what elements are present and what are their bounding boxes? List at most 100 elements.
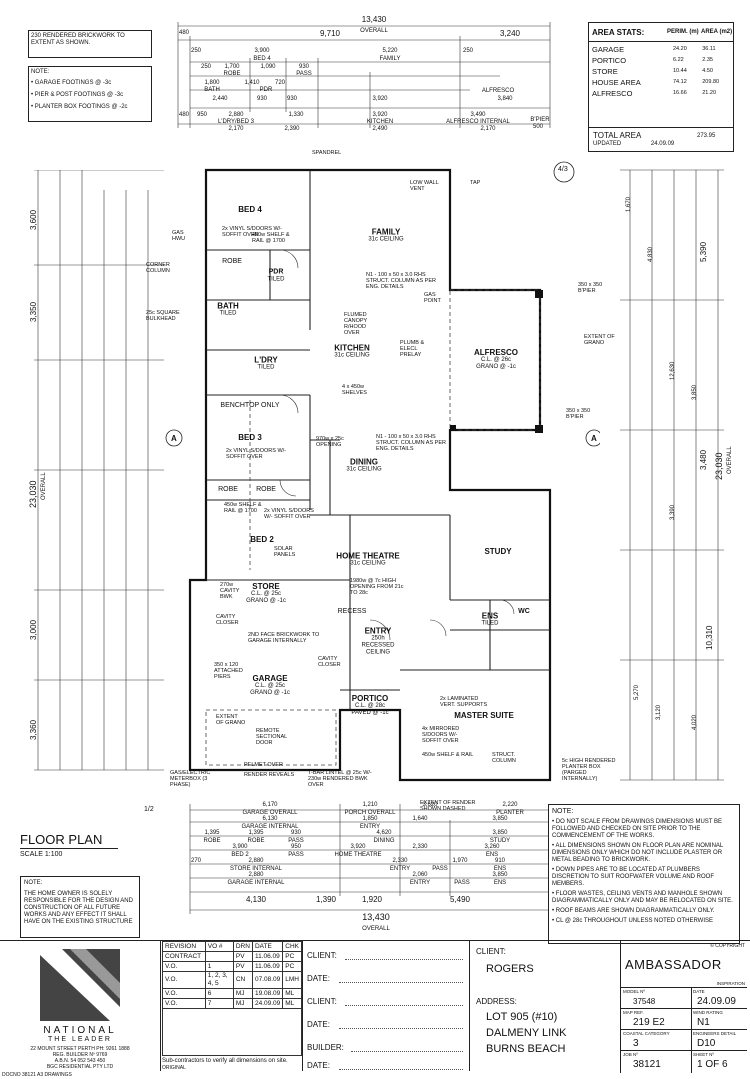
general-note-item: • ROOF BEAMS ARE SHOWN DIAGRAMMATICALLY … <box>552 908 715 914</box>
corner-column-note: CORNER COLUMN <box>146 262 170 274</box>
client-name: ROGERS <box>486 963 534 975</box>
dim-label: ENTRY <box>359 824 381 830</box>
dim: 2,880 <box>248 872 264 878</box>
dim: 2,490 <box>372 126 388 132</box>
dim: 1,640 <box>412 816 428 822</box>
company-tagline: THE LEADER <box>48 1036 112 1043</box>
dim: 1,700 <box>224 64 240 70</box>
dim: 4,620 <box>376 830 392 836</box>
room-kitchen: KITCHEN 31c CEILING <box>334 343 370 359</box>
dim-label: GARAGE INTERNAL <box>241 824 299 830</box>
dim: 1,970 <box>452 858 468 864</box>
footing-note-item: • PIER & POST FOOTINGS @ -3c <box>31 92 124 98</box>
dim-label: STUDY <box>489 838 511 844</box>
room-robe-2: ROBE <box>218 486 238 493</box>
coastal-label: COASTAL CATEGORY <box>623 1031 670 1036</box>
dim: 720 <box>274 80 286 86</box>
date-value: 24.09.09 <box>697 996 736 1007</box>
room-home-theatre: HOME THEATRE 31c CEILING <box>336 551 400 567</box>
total-area-label: TOTAL AREA <box>593 131 642 140</box>
dim-label: OVERALL <box>41 472 47 500</box>
dim: 6,170 <box>262 802 278 808</box>
dim: 480 <box>178 30 190 36</box>
wind-label: WIND RATING <box>693 1010 723 1015</box>
dim: 5,270 <box>634 684 640 700</box>
eng-label: ENGINEERS DETAIL <box>693 1031 737 1036</box>
room-robe-1: ROBE <box>222 258 242 265</box>
dim: 950 <box>196 112 208 118</box>
dim: 3,390 <box>670 504 676 520</box>
company-group: BGC RESIDENTIAL PTY LTD <box>46 1064 114 1070</box>
dim: 1,090 <box>260 64 276 70</box>
dim: 2,330 <box>392 858 408 864</box>
dim: 1,410 <box>244 80 260 86</box>
top-left-note: 230 RENDERED BRICKWORK TO EXTENT AS SHOW… <box>28 30 152 58</box>
extent-grano-note: EXTENT OF GRANO <box>584 334 615 346</box>
cavity-bwk-note: 270w CAVITY BWK <box>220 582 240 600</box>
signoff-line <box>339 982 463 983</box>
dim-label: ALFRESCO <box>481 88 515 94</box>
bpier-note-1: 350 x 350 B'PIER <box>578 282 603 294</box>
dim: 250 <box>462 48 474 54</box>
dim: 23,030 <box>28 480 38 508</box>
dim-label: FAMILY <box>379 56 401 62</box>
dim: 480 <box>178 112 190 118</box>
signoff-line <box>351 1051 463 1052</box>
dim: 4,130 <box>245 895 267 904</box>
dim-label: PASS <box>288 838 304 844</box>
total-area-value: 273.95 <box>697 133 716 139</box>
shelves-note: 4 x 450w SHELVES <box>342 384 367 396</box>
dim: 2,880 <box>248 858 264 864</box>
dim: 5,220 <box>382 48 398 54</box>
area-stats-title: AREA STATS: <box>592 27 645 37</box>
dim-label: BATH <box>204 87 220 93</box>
signoff-builder-label: BUILDER: <box>307 1043 344 1052</box>
section-marker-a-right: A <box>591 434 597 443</box>
company-reg: REG. BUILDER Nº 9769 <box>52 1052 108 1058</box>
dim: 250 <box>190 48 202 54</box>
rhs-column-note: N1 - 100 x 50 x 3.0 RHS STRUCT. COLUMN A… <box>366 272 436 290</box>
room-ens: ENS TILED <box>481 611 499 627</box>
master-doors-note: 4x MIRRORED S/DOORS W/- SOFFIT OVER <box>422 726 460 744</box>
dim: 3,850 <box>492 816 508 822</box>
dim: 270 <box>190 858 202 864</box>
room-bed3: BED 3 <box>238 433 262 442</box>
dim: 6,130 <box>262 816 278 822</box>
dim-label: ENS <box>493 866 507 872</box>
signoff-line <box>345 1005 463 1006</box>
attached-piers-note: 350 x 120 ATTACHED PIERS <box>214 662 243 680</box>
copyright-label: © COPYRIGHT <box>710 943 745 949</box>
room-wc: WC <box>518 608 530 615</box>
general-note-item: • DOWN PIPES ARE TO BE LOCATED AT PLUMBE… <box>552 867 715 887</box>
area-header: AREA (m2) <box>701 28 733 35</box>
room-bed2: BED 2 <box>250 535 274 544</box>
perim-header: PERIM. (m) <box>667 28 699 35</box>
dim: 2,170 <box>480 126 496 132</box>
bed4-doors-note: 2x VINYL S/DOORS W/- SOFFIT OVER <box>222 226 283 238</box>
dim-label: HOME THEATRE <box>334 852 382 858</box>
plan-scale: SCALE 1:100 <box>20 851 63 858</box>
floor-plan-drawing <box>165 161 600 782</box>
dim: 3,900 <box>254 48 270 54</box>
dim: 1,330 <box>288 112 304 118</box>
signoff-client-label: CLIENT: <box>307 997 337 1006</box>
dim: 2,220 <box>502 802 518 808</box>
left-dimension-lines <box>34 170 164 771</box>
dim: 3,240 <box>499 29 521 38</box>
eng-value: D10 <box>697 1038 716 1049</box>
top-overall-dim: 13,430 <box>361 15 387 24</box>
footing-notes: NOTE: • GARAGE FOOTINGS @ -3c • PIER & P… <box>28 66 152 122</box>
dim: 2,390 <box>284 126 300 132</box>
company-logo-icon <box>40 949 120 1021</box>
bed3-doors-note: 2x VINYL S/DOORS W/- SOFFIT OVER <box>226 448 287 460</box>
dim-label: BED 2 <box>231 852 249 858</box>
room-robe-3: ROBE <box>256 486 276 493</box>
signoff-date-label: DATE: <box>307 974 330 983</box>
meterbox-note: GAS/ELECTRIC METERBOX (3 PHASE) <box>170 770 211 788</box>
dim: 3,850 <box>492 872 508 878</box>
address-line: BURNS BEACH <box>486 1043 566 1055</box>
revisions-footer: Sub-contractors to verify all dimensions… <box>162 1058 288 1064</box>
